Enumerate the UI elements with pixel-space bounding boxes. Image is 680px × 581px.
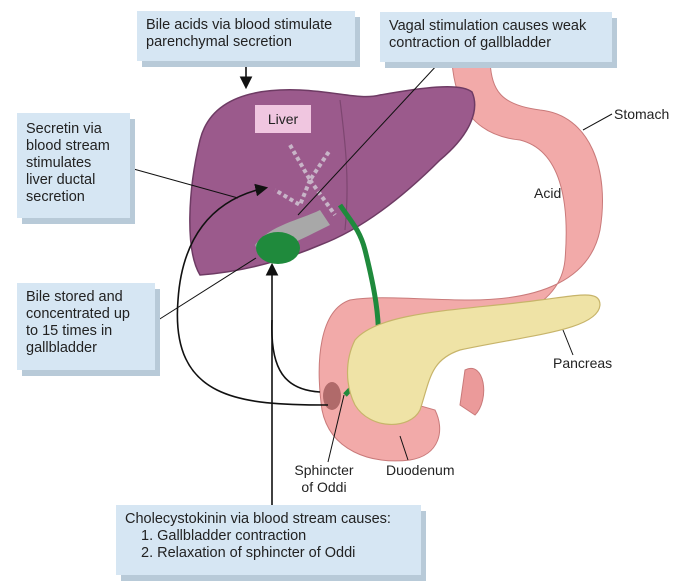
sphincter-of-oddi [323, 382, 341, 410]
label-sphincter-of-oddi: Sphincter of Oddi [290, 462, 358, 496]
duodenum-vessel [459, 367, 485, 416]
vagal-leader [297, 63, 439, 216]
callout-vagal: Vagal stimulation causes weak contractio… [380, 12, 612, 62]
label-stomach: Stomach [614, 106, 670, 122]
sphincter-line1: Sphincter [294, 462, 354, 478]
callout-bile-stored: Bile stored and concentrated up to 15 ti… [17, 283, 155, 370]
sphincter-line2: of Oddi [301, 479, 347, 495]
callout-secretin: Secretin via blood stream stimulates liv… [17, 113, 130, 218]
cck-item: 1. Gallbladder contraction [141, 528, 307, 544]
duodenum-leader [399, 435, 409, 461]
label-pancreas: Pancreas [553, 355, 613, 371]
callout-bile-acids: Bile acids via blood stimulate parenchym… [137, 11, 355, 61]
label-liver: Liver [255, 105, 311, 133]
bile-stored-leader [154, 257, 257, 323]
gallbladder [256, 232, 300, 264]
stomach [318, 61, 603, 462]
liver [189, 85, 476, 276]
bile-ducts [273, 144, 337, 217]
label-acid: Acid [534, 185, 562, 201]
stomach-leader [582, 113, 613, 131]
cck-title: Cholecystokinin via blood stream causes: [125, 511, 391, 527]
secretin-blood-arrow [176, 183, 329, 406]
sphincter-leader [327, 394, 345, 463]
secretin-leader [129, 167, 239, 199]
cck-sphincter-arrow [271, 319, 321, 393]
callout-cholecystokinin: Cholecystokinin via blood stream causes:… [116, 505, 421, 575]
cck-item: 2. Relaxation of sphincter of Oddi [141, 545, 356, 561]
pancreas [346, 294, 601, 425]
pancreas-leader [562, 329, 574, 356]
label-duodenum: Duodenum [386, 462, 455, 478]
